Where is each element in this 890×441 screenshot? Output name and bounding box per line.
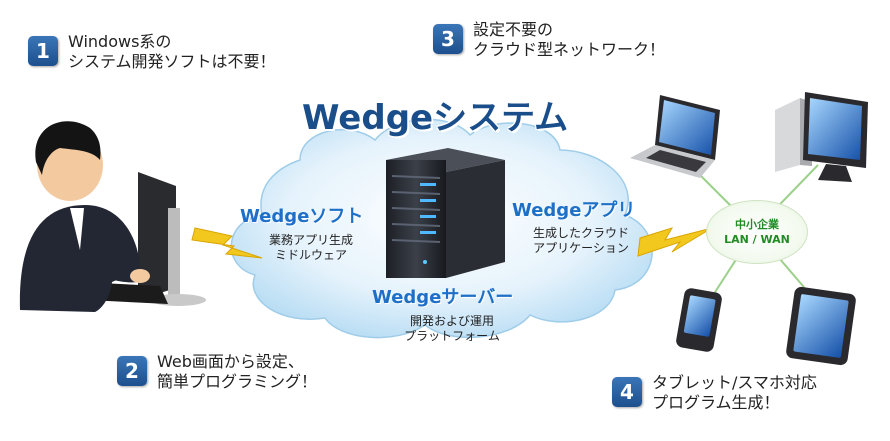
lan-label: 中小企業: [735, 217, 779, 232]
desktop-computer-icon: [775, 92, 868, 182]
step-text: タブレット/スマホ対応 プログラム生成！: [652, 373, 817, 413]
wedge-server-description: 開発および運用 プラットフォーム: [392, 314, 512, 344]
wedge-app-title: Wedgeアプリ: [512, 196, 635, 222]
description-line: アプリケーション: [506, 241, 656, 256]
smartphone-icon: [675, 287, 723, 353]
wedge-soft-description: 業務アプリ生成 ミドルウェア: [256, 233, 366, 263]
step-line: Windows系の: [68, 32, 276, 52]
step-line: 簡単プログラミング！: [157, 372, 317, 392]
step-2: 2 Web画面から設定、 簡単プログラミング！: [117, 352, 317, 392]
tablet-icon: [785, 286, 856, 366]
step-line: システム開発ソフトは不要！: [68, 52, 276, 72]
wan-label: LAN / WAN: [724, 232, 790, 247]
step-line: 設定不要の: [473, 20, 665, 40]
server-icon: [386, 148, 505, 278]
step-text: Web画面から設定、 簡単プログラミング！: [157, 352, 317, 392]
step-line: タブレット/スマホ対応: [652, 373, 817, 393]
wedge-app-description: 生成したクラウド アプリケーション: [506, 226, 656, 256]
step-text: 設定不要の クラウド型ネットワーク！: [473, 20, 665, 60]
step-number-badge: 3: [433, 24, 463, 54]
step-1: 1 Windows系の システム開発ソフトは不要！: [28, 32, 276, 72]
step-3: 3 設定不要の クラウド型ネットワーク！: [433, 20, 665, 60]
lan-wan-bubble: 中小企業 LAN / WAN: [706, 200, 808, 264]
step-line: クラウド型ネットワーク！: [473, 40, 665, 60]
description-line: 生成したクラウド: [506, 226, 656, 241]
step-number-badge: 2: [117, 356, 147, 386]
laptop-icon: [630, 95, 720, 178]
step-number-badge: 4: [612, 377, 642, 407]
wedge-server-title: Wedgeサーバー: [372, 283, 513, 309]
person-at-computer-icon: [20, 121, 206, 312]
description-line: 業務アプリ生成: [256, 233, 366, 248]
diagram-title: Wedgeシステム: [302, 90, 568, 139]
description-line: 開発および運用: [392, 314, 512, 329]
description-line: ミドルウェア: [256, 248, 366, 263]
wedge-soft-title: Wedgeソフト: [240, 202, 363, 228]
step-line: Web画面から設定、: [157, 352, 317, 372]
step-text: Windows系の システム開発ソフトは不要！: [68, 32, 276, 72]
step-number-badge: 1: [28, 36, 58, 66]
description-line: プラットフォーム: [392, 329, 512, 344]
step-4: 4 タブレット/スマホ対応 プログラム生成！: [612, 373, 817, 413]
step-line: プログラム生成！: [652, 393, 817, 413]
